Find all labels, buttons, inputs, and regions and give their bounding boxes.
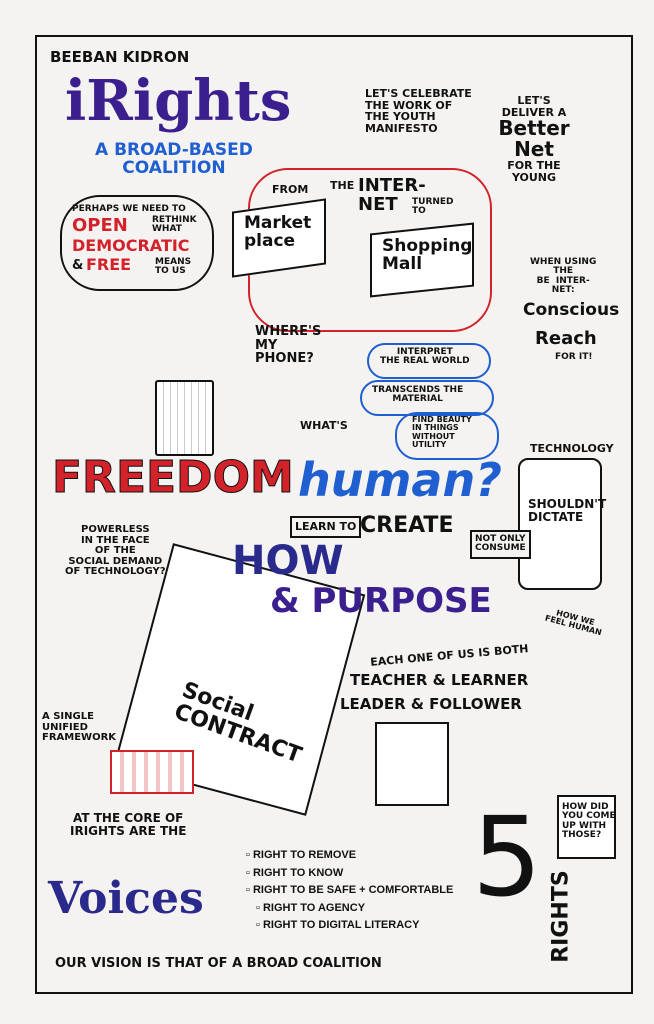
bubble-text: TRANSCENDS THE MATERIAL — [372, 385, 464, 405]
phone-icon — [518, 458, 602, 590]
for-it: FOR IT! — [555, 352, 593, 362]
vision-text: OUR VISION IS THAT OF A BROAD COALITION — [55, 956, 382, 971]
freedom-word: FREEDOM — [52, 452, 295, 503]
single-framework: A SINGLE UNIFIED FRAMEWORK — [42, 711, 117, 743]
wheres-my-phone: WHERE'S MY PHONE? — [255, 324, 322, 367]
marketplace-text: Market place — [244, 213, 312, 251]
five-numeral: 5 — [472, 793, 542, 921]
core-text: AT THE CORE OF iRIGHTS ARE THE — [70, 811, 187, 838]
sketch-frame — [35, 35, 633, 994]
better-net-main: Better Net — [498, 116, 570, 162]
learn-to-text: LEARN TO — [290, 516, 362, 538]
powerless-text: POWERLESS IN THE FACE OF THE SOCIAL DEMA… — [65, 524, 166, 577]
not-only-consume: NOT ONLY CONSUME — [470, 530, 531, 559]
right-item: ▫ RIGHT TO REMOVE — [246, 849, 357, 861]
better-net-bottom: FOR THE YOUNG — [507, 159, 561, 184]
portrait-frame — [375, 722, 449, 806]
how-did-text: HOW DID YOU COME UP WITH THOSE? — [562, 802, 616, 841]
human-bubble-3 — [395, 412, 499, 460]
from-text: FROM — [272, 183, 309, 196]
human-bubble-2 — [360, 380, 494, 416]
author: BEEBAN KIDRON — [50, 48, 190, 66]
conscious-word: Conscious — [523, 300, 620, 320]
means-to-us: MEANS TO US — [155, 257, 192, 277]
right-item: ▫ RIGHT TO AGENCY — [256, 901, 366, 914]
right-item: ▫ RIGHT TO DIGITAL LITERACY — [256, 919, 420, 932]
human-word: human? — [298, 453, 502, 507]
when-using-text: WHEN USING THE BE INTER- NET: — [530, 257, 597, 296]
democratic-word: DEMOCRATIC — [72, 236, 190, 255]
teacher-learner: TEACHER & LEARNER — [350, 671, 529, 689]
rethink-text: PERHAPS WE NEED TO — [72, 204, 186, 214]
shouldnt-dictate: SHOULDN'T DICTATE — [528, 497, 607, 524]
right-item: ▫ RIGHT TO KNOW — [246, 866, 344, 879]
bubble-text: INTERPRET THE REAL WORLD — [380, 347, 470, 367]
better-net-top: LET'S DELIVER A — [501, 94, 567, 119]
rights-list: ▫ RIGHT TO REMOVE ▫ RIGHT TO KNOW ▫ RIGH… — [246, 849, 454, 932]
voices-word: Voices — [48, 873, 204, 924]
purpose-word: & PURPOSE — [270, 581, 492, 621]
right-item: ▫ RIGHT TO BE SAFE + COMFORTABLE — [246, 884, 454, 897]
reach-word: Reach — [535, 328, 597, 349]
rights-word: RIGHTS — [548, 870, 574, 963]
turned-to: TURNED TO — [412, 197, 454, 217]
rethink-cloud — [60, 195, 214, 291]
technology-text: TECHNOLOGY — [530, 442, 614, 455]
human-bubble-1 — [367, 343, 491, 379]
free-word: FREE — [86, 255, 132, 274]
the-text: THE — [330, 179, 355, 192]
title: iRights — [65, 68, 292, 134]
subtitle: A BROAD-BASED COALITION — [95, 140, 253, 178]
amp: & — [72, 258, 84, 273]
rethink-what: RETHINK WHAT — [152, 215, 197, 235]
how-word: HOW — [232, 538, 344, 584]
question-bubble — [557, 795, 616, 859]
bubble-text: FIND BEAUTY IN THINGS WITHOUT UTILITY — [412, 415, 472, 450]
leader-follower: LEADER & FOLLOWER — [340, 695, 522, 713]
internet-word: INTER- NET — [358, 175, 426, 215]
create-word: CREATE — [360, 513, 454, 538]
open-word: OPEN — [72, 215, 128, 236]
whats-text: WHAT'S — [300, 419, 348, 432]
trash-can-icon — [155, 380, 214, 456]
shopping-mall-text: Shopping Mall — [382, 236, 473, 274]
framework-icon — [110, 750, 194, 794]
celebrate-text: LET'S CELEBRATE THE WORK OF THE YOUTH MA… — [365, 87, 472, 135]
better-net: LET'S DELIVER A Better Net FOR THE YOUNG — [492, 95, 576, 225]
